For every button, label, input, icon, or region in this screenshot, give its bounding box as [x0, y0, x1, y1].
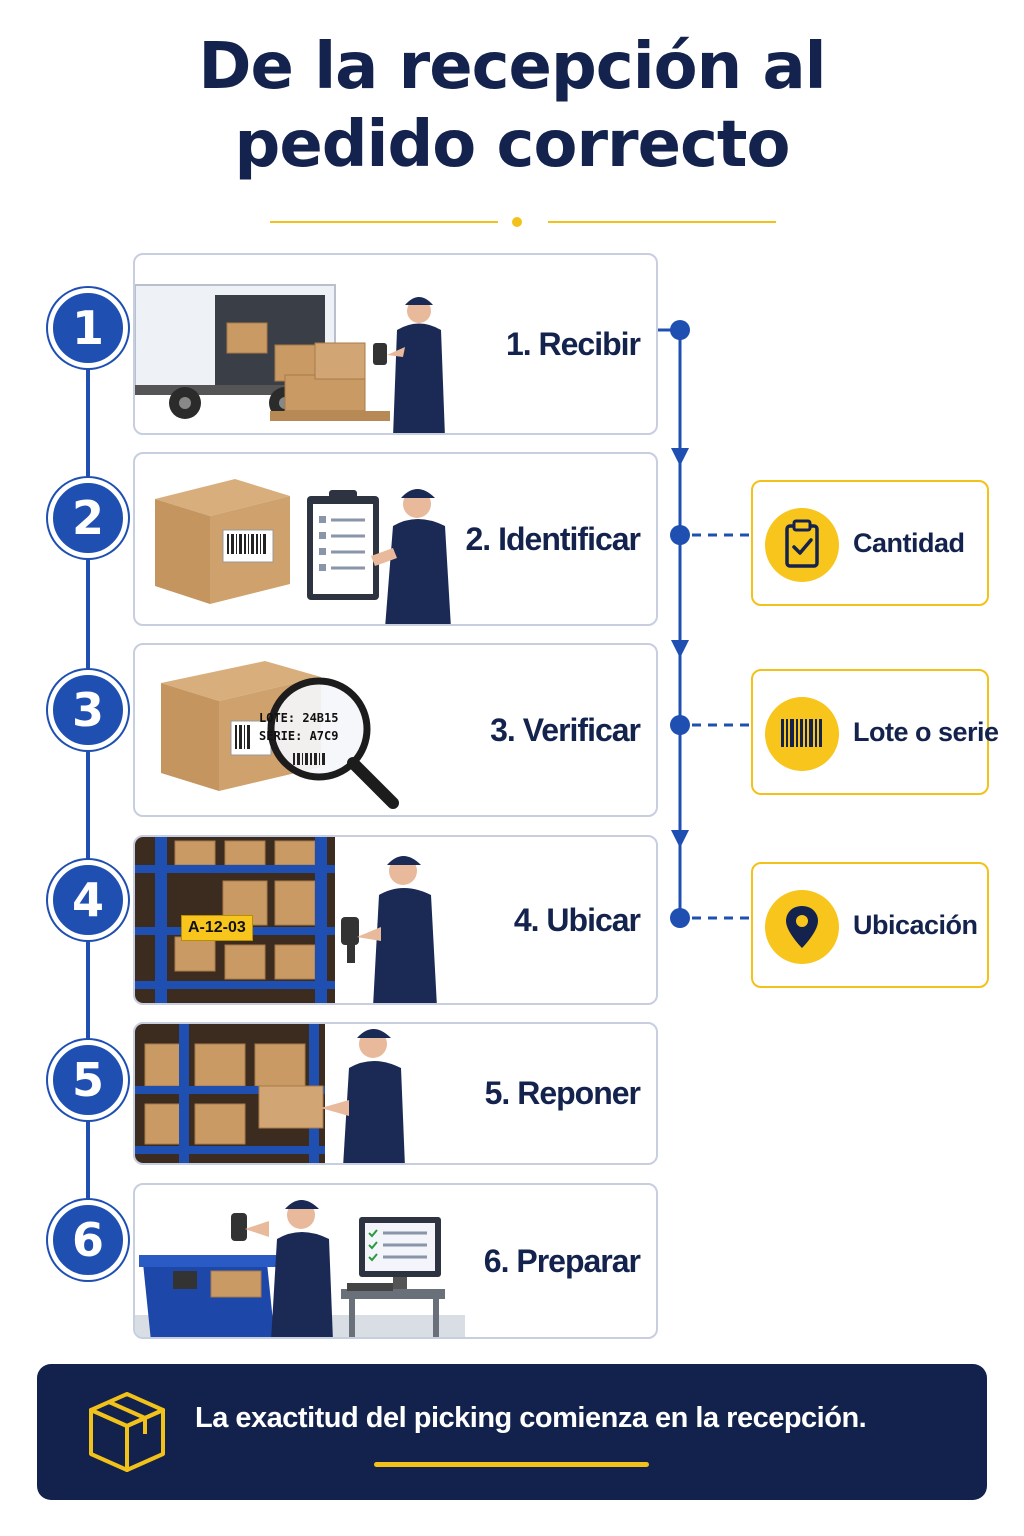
title-divider — [270, 214, 776, 230]
step-card-ubicar: A-12-03 4. Ubicar — [133, 835, 658, 1005]
step-label-verificar: 3. Verificar — [490, 711, 641, 748]
step-number-1: 1 — [48, 288, 128, 368]
footer-underline — [374, 1462, 649, 1467]
barcode-icon — [781, 719, 822, 747]
picking-station-illustration — [135, 1200, 465, 1337]
title-line-1: De la recepción al — [198, 30, 826, 104]
step-card-reponer: 5. Reponer — [133, 1022, 658, 1165]
lote-tag: LOTE: 24B15 — [259, 711, 339, 725]
step-label-reponer: 5. Reponer — [484, 1075, 641, 1111]
footer-banner: La exactitud del picking comienza en la … — [37, 1364, 987, 1500]
step-label-recibir: 1. Recibir — [505, 325, 641, 362]
location-label-tag: A-12-03 — [181, 915, 253, 941]
page-title: De la recepción al pedido correcto — [0, 28, 1024, 184]
side-label-ubicacion: Ubicación — [853, 909, 978, 940]
badge-lote-serie — [765, 697, 839, 771]
step-number-5: 5 — [48, 1040, 128, 1120]
clipboard-check-icon — [785, 519, 819, 568]
restock-shelf-illustration — [135, 1024, 405, 1163]
serie-tag: SERIE: A7C9 — [259, 729, 339, 743]
step-card-recibir: 1. Recibir — [133, 253, 658, 435]
magnifier-label-illustration — [161, 661, 399, 809]
truck-unloading-illustration — [135, 284, 445, 433]
step-card-verificar: LOTE: 24B15 SERIE: A7C9 3. Verificar — [133, 643, 658, 817]
side-label-lote-serie: Lote o serie — [853, 716, 999, 747]
box-barcode-clipboard-illustration — [155, 479, 451, 624]
step-card-identificar: 2. Identificar — [133, 452, 658, 626]
shelf-scanner-illustration — [135, 837, 437, 1003]
step-number-2: 2 — [48, 478, 128, 558]
title-line-2: pedido correcto — [234, 108, 791, 182]
step-card-preparar: 6. Preparar — [133, 1183, 658, 1339]
location-pin-icon — [786, 906, 818, 948]
step-number-4: 4 — [48, 860, 128, 940]
step-number-6: 6 — [48, 1200, 128, 1280]
badge-cantidad — [765, 508, 839, 582]
footer-text: La exactitud del picking comienza en la … — [195, 1402, 867, 1434]
side-label-cantidad: Cantidad — [853, 527, 965, 558]
side-card-lote-serie: Lote o serie — [751, 669, 999, 795]
step-label-ubicar: 4. Ubicar — [513, 901, 641, 938]
step-label-preparar: 6. Preparar — [483, 1242, 641, 1279]
side-card-ubicacion: Ubicación — [751, 862, 989, 988]
step-number-3: 3 — [48, 670, 128, 750]
badge-ubicacion — [765, 890, 839, 964]
step-label-identificar: 2. Identificar — [465, 520, 641, 557]
side-card-cantidad: Cantidad — [751, 480, 989, 606]
box-icon — [89, 1392, 165, 1472]
